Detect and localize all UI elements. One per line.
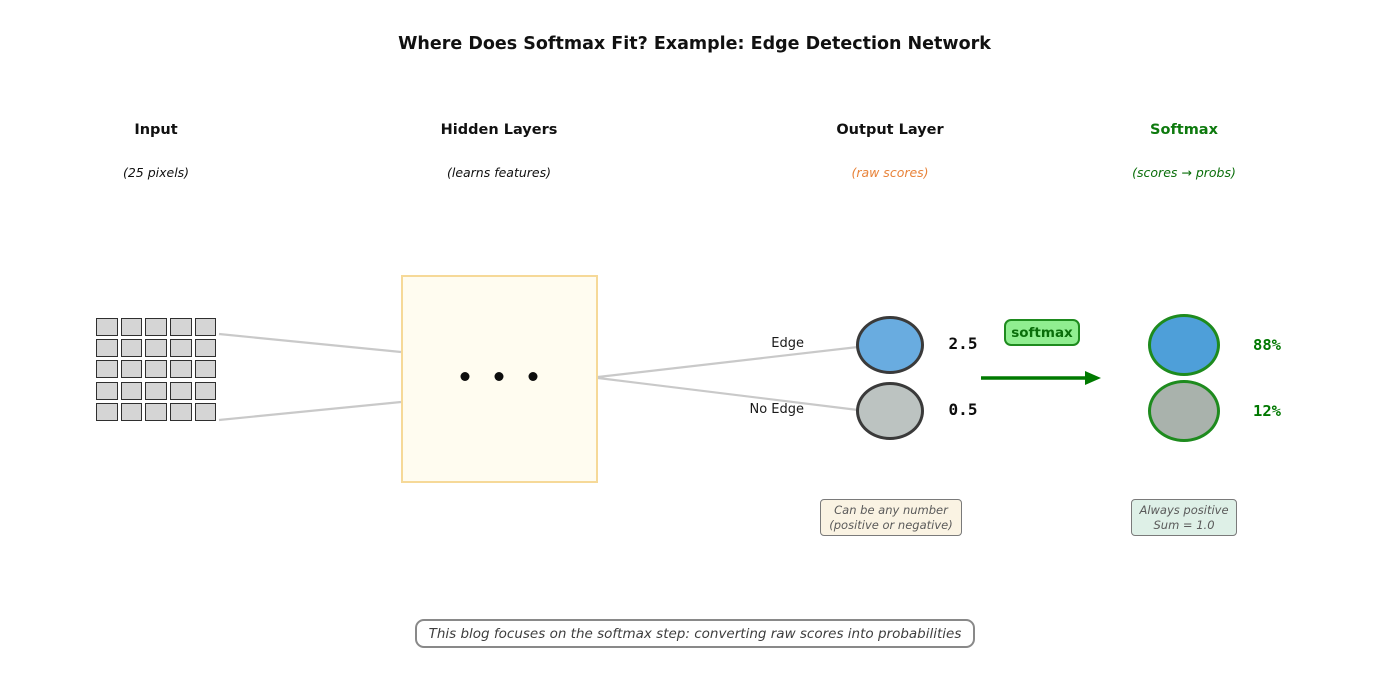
softmax-neuron-edge bbox=[1148, 314, 1220, 376]
pixel-cell bbox=[96, 339, 118, 358]
pixel-cell bbox=[170, 381, 192, 400]
hidden-layers-box bbox=[401, 275, 598, 483]
connector-line bbox=[218, 400, 402, 422]
pixel-cell bbox=[194, 402, 217, 421]
raw-scores-note: Can be any number (positive or negative) bbox=[820, 499, 962, 536]
pixel-cell bbox=[170, 360, 192, 379]
pixel-cell bbox=[194, 360, 217, 379]
pixel-cell bbox=[194, 381, 217, 400]
column-header-hidden-layers: Hidden Layers bbox=[440, 122, 558, 138]
probabilities-note-line1: Always positive bbox=[1139, 502, 1229, 517]
softmax-arrow-icon bbox=[981, 371, 1101, 385]
diagram-title: Where Does Softmax Fit? Example: Edge De… bbox=[398, 34, 991, 54]
pixel-cell bbox=[120, 339, 143, 358]
raw-scores-note-line1: Can be any number bbox=[834, 502, 948, 517]
pixel-cell bbox=[96, 402, 118, 421]
probabilities-note-line2: Sum = 1.0 bbox=[1153, 518, 1215, 532]
probability-no-edge: 12% bbox=[1253, 402, 1281, 420]
footer-note: This blog focuses on the softmax step: c… bbox=[415, 619, 975, 648]
column-header-output-layer: Output Layer bbox=[836, 122, 944, 138]
pixel-cell bbox=[120, 381, 143, 400]
pixel-cell bbox=[96, 381, 118, 400]
pixel-cell bbox=[145, 381, 167, 400]
column-header-softmax: Softmax bbox=[1150, 122, 1218, 138]
pixel-cell bbox=[170, 402, 192, 421]
raw-score-no-edge: 0.5 bbox=[948, 400, 978, 419]
softmax-badge: softmax bbox=[1004, 319, 1080, 346]
column-subtitle-input: (25 pixels) bbox=[122, 165, 190, 180]
column-subtitle-hidden-layers: (learns features) bbox=[446, 165, 552, 180]
pixel-cell bbox=[170, 318, 192, 336]
pixel-cell bbox=[96, 318, 118, 336]
pixel-cell bbox=[145, 318, 167, 336]
pixel-cell bbox=[145, 339, 167, 358]
output-neuron-edge bbox=[856, 316, 924, 374]
connector-line bbox=[218, 332, 402, 354]
pixel-cell bbox=[194, 318, 217, 336]
column-subtitle-softmax: (scores → probs) bbox=[1132, 165, 1236, 180]
output-neuron-no-edge bbox=[856, 382, 924, 440]
pixel-cell bbox=[170, 339, 192, 358]
pixel-cell bbox=[120, 360, 143, 379]
output-neuron-label-edge: Edge bbox=[771, 336, 804, 351]
pixel-cell bbox=[120, 402, 143, 421]
pixel-grid bbox=[96, 318, 217, 421]
column-header-input: Input bbox=[134, 122, 178, 138]
column-subtitle-output-layer: (raw scores) bbox=[851, 165, 929, 180]
pixel-cell bbox=[145, 402, 167, 421]
pixel-cell bbox=[120, 318, 143, 336]
pixel-cell bbox=[194, 339, 217, 358]
raw-scores-note-line2: (positive or negative) bbox=[829, 518, 953, 532]
output-neuron-label-no-edge: No Edge bbox=[749, 402, 804, 417]
softmax-neuron-no-edge bbox=[1148, 380, 1220, 442]
probability-edge: 88% bbox=[1253, 336, 1281, 354]
pixel-cell bbox=[96, 360, 118, 379]
probabilities-note: Always positive Sum = 1.0 bbox=[1131, 499, 1237, 536]
pixel-cell bbox=[145, 360, 167, 379]
raw-score-edge: 2.5 bbox=[948, 334, 978, 353]
